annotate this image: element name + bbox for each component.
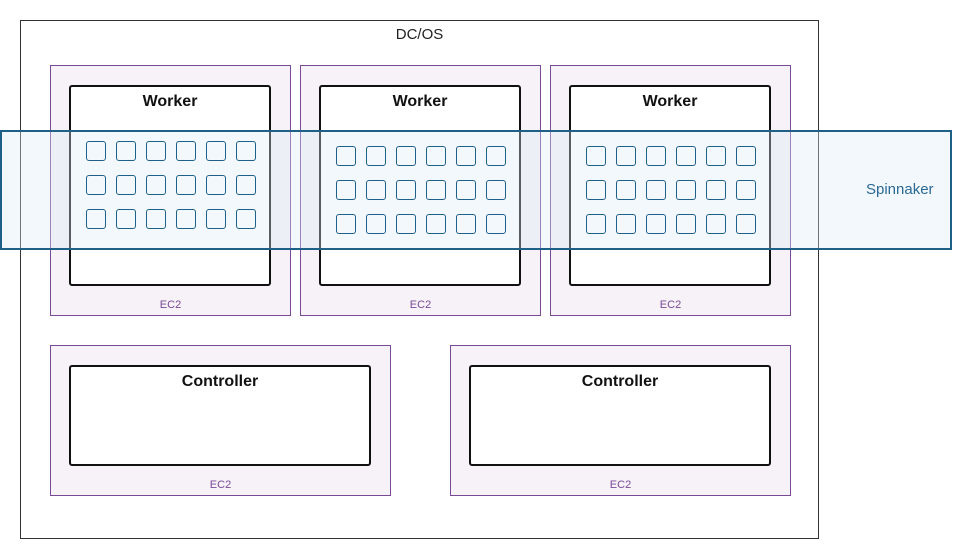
container-grid-worker-3 xyxy=(586,146,756,234)
ec2-label: EC2 xyxy=(209,479,232,491)
spinnaker-container xyxy=(86,175,106,195)
spinnaker-container xyxy=(206,209,226,229)
controller-title: Controller xyxy=(181,373,259,390)
worker-title: Worker xyxy=(392,93,448,110)
spinnaker-container xyxy=(676,214,696,234)
spinnaker-container xyxy=(116,141,136,161)
spinnaker-container xyxy=(206,141,226,161)
spinnaker-container xyxy=(646,180,666,200)
spinnaker-container xyxy=(336,214,356,234)
ec2-controller-2: Controller EC2 xyxy=(450,345,791,496)
spinnaker-container xyxy=(366,214,386,234)
spinnaker-container xyxy=(616,180,636,200)
spinnaker-container xyxy=(486,146,506,166)
ec2-label: EC2 xyxy=(609,479,632,491)
spinnaker-container xyxy=(426,180,446,200)
worker-title: Worker xyxy=(642,93,698,110)
spinnaker-container xyxy=(146,141,166,161)
spinnaker-container xyxy=(646,146,666,166)
spinnaker-container xyxy=(176,175,196,195)
spinnaker-container xyxy=(706,214,726,234)
ec2-label: EC2 xyxy=(659,299,682,311)
spinnaker-container xyxy=(706,180,726,200)
spinnaker-container xyxy=(736,146,756,166)
ec2-worker-1: Worker EC2 xyxy=(50,65,291,316)
spinnaker-container xyxy=(586,146,606,166)
spinnaker-container xyxy=(736,180,756,200)
controller-title: Controller xyxy=(581,373,659,390)
spinnaker-container xyxy=(86,141,106,161)
spinnaker-container xyxy=(736,214,756,234)
spinnaker-container xyxy=(116,209,136,229)
spinnaker-container xyxy=(236,209,256,229)
worker-node-2: Worker xyxy=(319,85,521,286)
spinnaker-band xyxy=(0,130,952,250)
worker-title: Worker xyxy=(142,93,198,110)
spinnaker-container xyxy=(616,214,636,234)
spinnaker-label: Spinnaker xyxy=(866,181,934,198)
spinnaker-container xyxy=(396,146,416,166)
spinnaker-container xyxy=(486,214,506,234)
spinnaker-container xyxy=(426,146,446,166)
controller-node-1: Controller xyxy=(69,365,371,466)
spinnaker-container xyxy=(616,146,636,166)
ec2-controller-1: Controller EC2 xyxy=(50,345,391,496)
spinnaker-container xyxy=(706,146,726,166)
ec2-label: EC2 xyxy=(159,299,182,311)
spinnaker-container xyxy=(676,146,696,166)
spinnaker-container xyxy=(366,146,386,166)
spinnaker-container xyxy=(586,180,606,200)
spinnaker-container xyxy=(396,214,416,234)
ec2-worker-3: Worker EC2 xyxy=(550,65,791,316)
controller-node-2: Controller xyxy=(469,365,771,466)
ec2-worker-2: Worker EC2 xyxy=(300,65,541,316)
ec2-label: EC2 xyxy=(409,299,432,311)
spinnaker-container xyxy=(176,141,196,161)
spinnaker-container xyxy=(456,180,476,200)
spinnaker-container xyxy=(396,180,416,200)
container-grid-worker-1 xyxy=(86,141,256,229)
spinnaker-container xyxy=(146,175,166,195)
spinnaker-container xyxy=(486,180,506,200)
worker-node-1: Worker xyxy=(69,85,271,286)
spinnaker-container xyxy=(336,146,356,166)
spinnaker-container xyxy=(236,141,256,161)
spinnaker-container xyxy=(86,209,106,229)
spinnaker-container xyxy=(456,146,476,166)
worker-node-3: Worker xyxy=(569,85,771,286)
spinnaker-container xyxy=(586,214,606,234)
spinnaker-container xyxy=(426,214,446,234)
spinnaker-container xyxy=(116,175,136,195)
spinnaker-container xyxy=(676,180,696,200)
spinnaker-container xyxy=(206,175,226,195)
spinnaker-container xyxy=(236,175,256,195)
spinnaker-container xyxy=(456,214,476,234)
spinnaker-container xyxy=(336,180,356,200)
spinnaker-container xyxy=(176,209,196,229)
spinnaker-container xyxy=(366,180,386,200)
dcos-title: DC/OS xyxy=(395,26,444,43)
container-grid-worker-2 xyxy=(336,146,506,234)
spinnaker-container xyxy=(146,209,166,229)
spinnaker-container xyxy=(646,214,666,234)
